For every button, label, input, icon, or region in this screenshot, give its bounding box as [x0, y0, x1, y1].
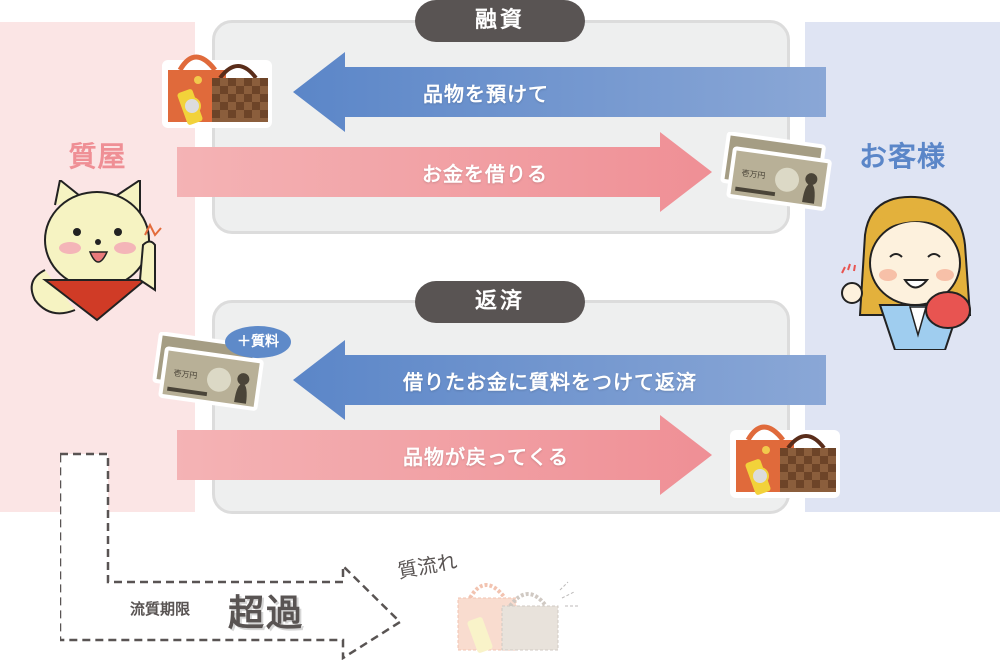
- arrow-right-shape: [177, 132, 712, 212]
- arrow-label: 品物が戻ってくる: [403, 445, 569, 469]
- banknote-illustration: 壱万円: [720, 132, 832, 211]
- arrow-left-shape: [293, 52, 826, 132]
- arrow-label: 品物を預けて: [423, 82, 549, 106]
- repayment-section-title: 返済: [415, 281, 585, 323]
- banknote-text: 壱万円: [741, 167, 766, 180]
- arrow-deposit-item: 品物を預けて: [293, 52, 826, 132]
- overdue-arrow: [60, 452, 403, 660]
- arrow-borrow-money: お金を借りる: [177, 132, 712, 212]
- overdue-label-big: 超過: [228, 593, 305, 634]
- arrow-right-shape: [177, 415, 712, 495]
- bags-illustration: [162, 54, 272, 128]
- banknote-text: 壱万円: [173, 367, 198, 380]
- arrow-label: お金を借りる: [422, 162, 548, 186]
- arrow-item-returned: 品物が戻ってくる: [177, 415, 712, 495]
- bags-illustration: [730, 424, 840, 498]
- banknote-illustration: 壱万円: [152, 332, 264, 411]
- forfeited-bags-illustration: [457, 581, 578, 653]
- customer-title: お客様: [858, 140, 946, 173]
- overdue-label-small: 流質期限: [130, 600, 191, 618]
- arrow-left-shape: [293, 340, 826, 420]
- pawn-fee-badge: ＋質料: [225, 326, 291, 358]
- pawnshop-title: 質屋: [68, 140, 127, 173]
- loan-section-title: 融資: [415, 0, 585, 42]
- arrow-repay-with-fee: 借りたお金に質料をつけて返済: [293, 340, 826, 420]
- arrow-label: 借りたお金に質料をつけて返済: [403, 370, 697, 394]
- cat-mascot-illustration: [30, 180, 162, 322]
- customer-illustration: [841, 195, 972, 350]
